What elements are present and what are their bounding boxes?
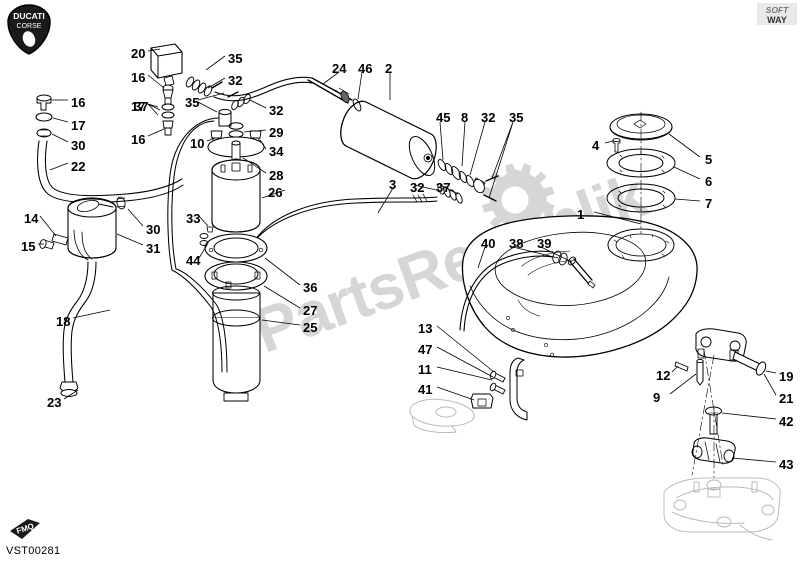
callout-number-12: 12: [656, 368, 671, 383]
callout-number-35: 35: [509, 110, 524, 125]
fuel-hose-part-3: [251, 193, 438, 245]
callout-number-6: 6: [705, 174, 713, 189]
callout-number-36: 36: [303, 280, 318, 295]
callout-number-18: 18: [56, 314, 71, 329]
fuel-pump-assembly: [167, 91, 268, 402]
callout-number-11: 11: [418, 362, 432, 377]
callout-number-44: 44: [186, 253, 201, 268]
callout-number-22: 22: [71, 159, 86, 174]
callout-number-17: 17: [131, 99, 146, 114]
softway-line1: SOFT: [766, 5, 789, 15]
callout-number-35: 35: [185, 95, 200, 110]
callout-number-23: 23: [47, 395, 62, 410]
right-bracket-group: [674, 328, 767, 501]
callout-number-33: 33: [186, 211, 201, 226]
tank-hose-part-40: [459, 250, 596, 332]
ducati-logo-line2: CORSE: [17, 23, 42, 30]
callout-number-37: 37: [134, 99, 149, 114]
callout-number-32: 32: [481, 110, 496, 125]
fuel-filter-part-2: [307, 77, 437, 180]
callout-number-32: 32: [410, 180, 425, 195]
callout-number-1: 1: [577, 207, 585, 222]
callout-number-7: 7: [705, 196, 713, 211]
callout-number-24: 24: [332, 61, 347, 76]
callout-number-9: 9: [653, 390, 661, 405]
lower-bracket-group: [409, 357, 528, 434]
left-filter-group: [35, 94, 184, 397]
callout-number-29: 29: [269, 125, 284, 140]
callout-number-27: 27: [303, 303, 318, 318]
softway-line2: WAY: [767, 15, 787, 25]
fmq-logo: FMQ: [10, 519, 40, 539]
callout-number-37: 37: [436, 180, 451, 195]
callout-number-20: 20: [131, 46, 146, 61]
callout-number-32: 32: [269, 103, 284, 118]
callout-number-16: 16: [131, 70, 146, 85]
callout-number-41: 41: [418, 382, 433, 397]
callout-number-34: 34: [269, 144, 284, 159]
callout-number-14: 14: [24, 211, 39, 226]
callout-number-47: 47: [418, 342, 433, 357]
callout-number-17: 17: [71, 118, 86, 133]
callout-number-4: 4: [592, 138, 600, 153]
callout-number-31: 31: [146, 241, 161, 256]
fuel-tank-part-1: [461, 215, 698, 358]
callout-number-3: 3: [389, 177, 397, 192]
callout-number-45: 45: [436, 110, 451, 125]
ducati-logo-line1: DUCATI: [13, 11, 44, 21]
callout-number-16: 16: [71, 95, 86, 110]
soft-way-logo: SOFT WAY: [757, 3, 797, 25]
callout-number-13: 13: [418, 321, 433, 336]
callout-number-30: 30: [71, 138, 86, 153]
callout-number-16: 16: [131, 132, 146, 147]
fuel-cap-group: [606, 111, 676, 235]
callout-number-40: 40: [481, 236, 496, 251]
callout-number-2: 2: [385, 61, 393, 76]
subframe-ghost: [663, 477, 781, 541]
callout-number-39: 39: [537, 236, 552, 251]
callout-number-15: 15: [21, 239, 36, 254]
ducati-corse-logo: DUCATI CORSE: [7, 4, 51, 55]
callout-number-19: 19: [779, 369, 794, 384]
callout-number-46: 46: [358, 61, 373, 76]
callout-number-26: 26: [268, 185, 283, 200]
callout-number-32: 32: [228, 73, 243, 88]
callout-number-10: 10: [190, 136, 205, 151]
callout-number-8: 8: [461, 110, 469, 125]
callout-number-43: 43: [779, 457, 794, 472]
callout-number-38: 38: [509, 236, 524, 251]
pressure-regulator-part-20: [150, 43, 313, 136]
callout-number-21: 21: [779, 391, 794, 406]
leader-lines: [38, 48, 777, 463]
callout-number-35: 35: [228, 51, 243, 66]
callout-number-28: 28: [269, 168, 284, 183]
callout-number-5: 5: [705, 152, 713, 167]
drawing-code: VST00281: [6, 545, 61, 557]
callout-number-42: 42: [779, 414, 794, 429]
callout-number-30: 30: [146, 222, 161, 237]
callout-number-25: 25: [303, 320, 318, 335]
